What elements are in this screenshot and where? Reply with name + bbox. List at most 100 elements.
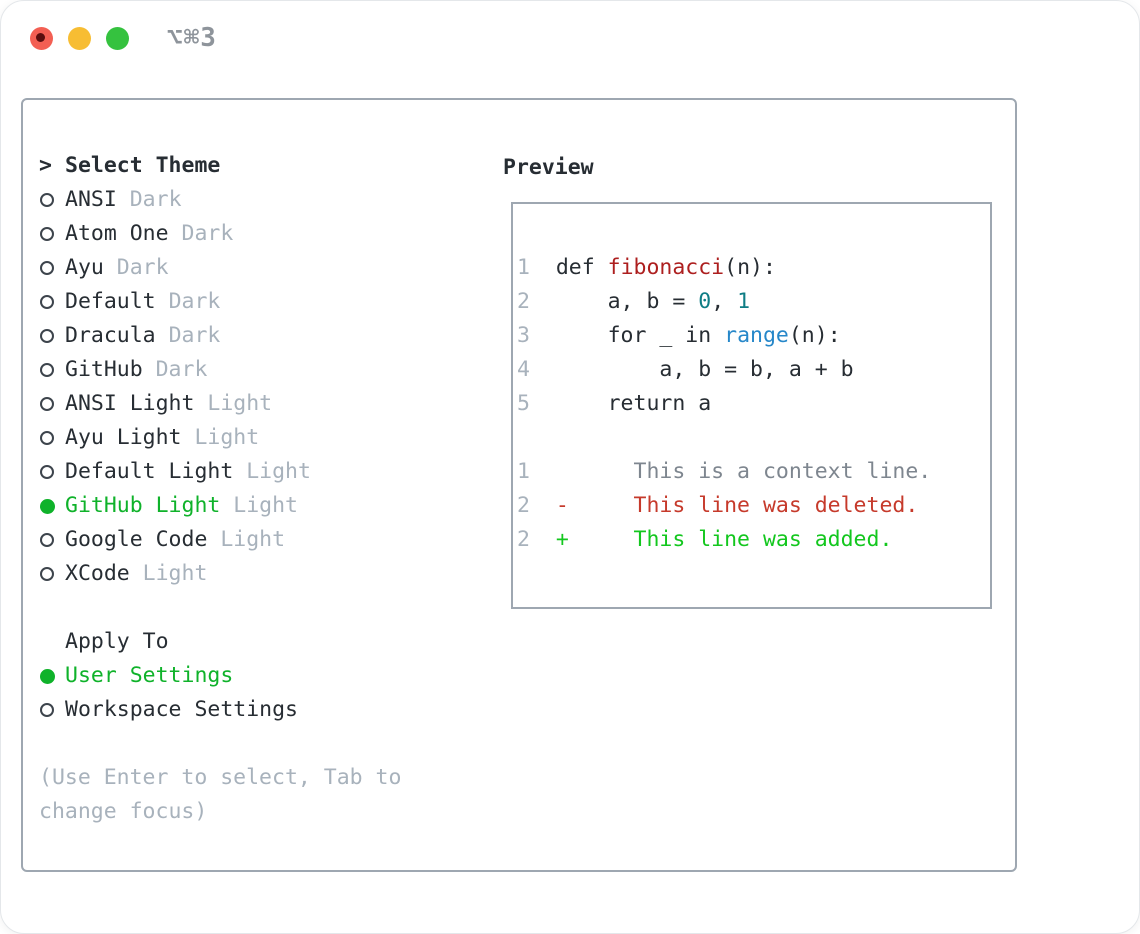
- marker-column: >: [39, 149, 65, 183]
- theme-variant: Light: [246, 459, 311, 484]
- code-segment: fibonacci: [607, 255, 725, 280]
- marker-column: [39, 489, 65, 523]
- code-segment: def: [529, 255, 608, 280]
- theme-variant: Light: [194, 425, 260, 450]
- theme-name: Ayu Light: [65, 425, 195, 450]
- code-segment: 0: [698, 289, 712, 314]
- marker-column: [39, 625, 65, 659]
- marker-column: [39, 285, 65, 319]
- selection-cursor-icon: >: [39, 153, 52, 178]
- marker-column: [39, 455, 65, 489]
- radio-icon: [40, 397, 54, 411]
- theme-option-dracula[interactable]: Dracula Dark: [39, 319, 401, 353]
- theme-list-header-label: Select Theme: [65, 153, 221, 178]
- theme-name: Google Code: [65, 527, 221, 552]
- marker-column: [39, 557, 65, 591]
- radio-icon: [40, 703, 54, 717]
- theme-option-github-light[interactable]: GitHub Light Light: [39, 489, 401, 523]
- theme-variant: Dark: [116, 255, 169, 280]
- close-button[interactable]: [30, 27, 53, 50]
- line-number: 3: [517, 323, 530, 348]
- line-number: 2: [517, 289, 530, 314]
- code-segment: a, b = b, a + b: [529, 357, 854, 382]
- radio-icon: [40, 533, 54, 547]
- theme-variant: Light: [142, 561, 208, 586]
- theme-list-header: > Select Theme: [39, 149, 401, 183]
- code-segment: (n):: [724, 255, 776, 280]
- radio-icon: [40, 431, 54, 445]
- theme-variant: Light: [207, 391, 273, 416]
- radio-icon: [40, 261, 54, 275]
- keyboard-hint: change focus): [39, 795, 401, 829]
- marker-column: [39, 183, 65, 217]
- theme-option-default-light[interactable]: Default Light Light: [39, 455, 401, 489]
- theme-variant: Light: [233, 493, 299, 518]
- theme-option-ansi-light[interactable]: ANSI Light Light: [39, 387, 401, 421]
- marker-column: [39, 421, 65, 455]
- spacer-row: [39, 727, 401, 761]
- theme-option-ayu-light[interactable]: Ayu Light Light: [39, 421, 401, 455]
- line-number: 2: [517, 527, 530, 552]
- theme-name: Dracula: [65, 323, 169, 348]
- code-segment: ,: [711, 289, 738, 314]
- minimize-button[interactable]: [68, 27, 91, 50]
- zoom-button[interactable]: [106, 27, 129, 50]
- keyboard-hint-text: (Use Enter to select, Tab to: [39, 765, 402, 790]
- theme-name: GitHub Light: [65, 493, 234, 518]
- spacer-row: [39, 591, 401, 625]
- line-number: 1: [517, 459, 530, 484]
- theme-name: XCode: [65, 561, 143, 586]
- radio-icon: [40, 227, 54, 241]
- marker-column: [39, 387, 65, 421]
- theme-variant: Light: [220, 527, 286, 552]
- line-number: 1: [517, 255, 530, 280]
- apply-to-option-workspace-settings[interactable]: Workspace Settings: [39, 693, 401, 727]
- preview-line: 1 def fibonacci(n):: [517, 251, 990, 285]
- code-segment: a, b =: [529, 289, 699, 314]
- theme-option-github[interactable]: GitHub Dark: [39, 353, 401, 387]
- keyboard-hint: (Use Enter to select, Tab to: [39, 761, 401, 795]
- marker-column: [39, 251, 65, 285]
- apply-to-option-label: User Settings: [65, 663, 234, 688]
- code-segment: for _ in: [529, 323, 725, 348]
- radio-selected-icon: [40, 499, 55, 514]
- theme-option-xcode[interactable]: XCode Light: [39, 557, 401, 591]
- apply-to-option-label: Workspace Settings: [65, 697, 298, 722]
- radio-icon: [40, 193, 54, 207]
- marker-column: [39, 319, 65, 353]
- preview-title: Preview: [503, 155, 594, 180]
- preview-line: 5 return a: [517, 387, 990, 421]
- line-number: 5: [517, 391, 530, 416]
- theme-option-default[interactable]: Default Dark: [39, 285, 401, 319]
- theme-option-google-code[interactable]: Google Code Light: [39, 523, 401, 557]
- apply-to-header-label: Apply To: [65, 629, 169, 654]
- keyboard-hint-text: change focus): [39, 799, 208, 824]
- code-segment: This is a context line.: [529, 459, 932, 484]
- radio-icon: [40, 465, 54, 479]
- marker-column: [39, 523, 65, 557]
- theme-variant: Dark: [168, 323, 221, 348]
- preview-line: 1 This is a context line.: [517, 455, 990, 489]
- code-segment: - This line was deleted.: [529, 493, 919, 518]
- line-number: 4: [517, 357, 530, 382]
- code-segment: + This line was added.: [529, 527, 893, 552]
- theme-name: GitHub: [65, 357, 156, 382]
- theme-option-ayu[interactable]: Ayu Dark: [39, 251, 401, 285]
- preview-line: 3 for _ in range(n):: [517, 319, 990, 353]
- theme-name: Default Light: [65, 459, 247, 484]
- preview-line: 4 a, b = b, a + b: [517, 353, 990, 387]
- theme-option-ansi[interactable]: ANSI Dark: [39, 183, 401, 217]
- marker-column: [39, 693, 65, 727]
- code-segment: return a: [529, 391, 712, 416]
- radio-icon: [40, 295, 54, 309]
- apply-to-header: Apply To: [39, 625, 401, 659]
- radio-selected-icon: [40, 669, 55, 684]
- preview-line: 2 + This line was added.: [517, 523, 990, 557]
- apply-to-option-user-settings[interactable]: User Settings: [39, 659, 401, 693]
- theme-option-atom-one[interactable]: Atom One Dark: [39, 217, 401, 251]
- preview-line: 2 a, b = 0, 1: [517, 285, 990, 319]
- theme-name: Atom One: [65, 221, 182, 246]
